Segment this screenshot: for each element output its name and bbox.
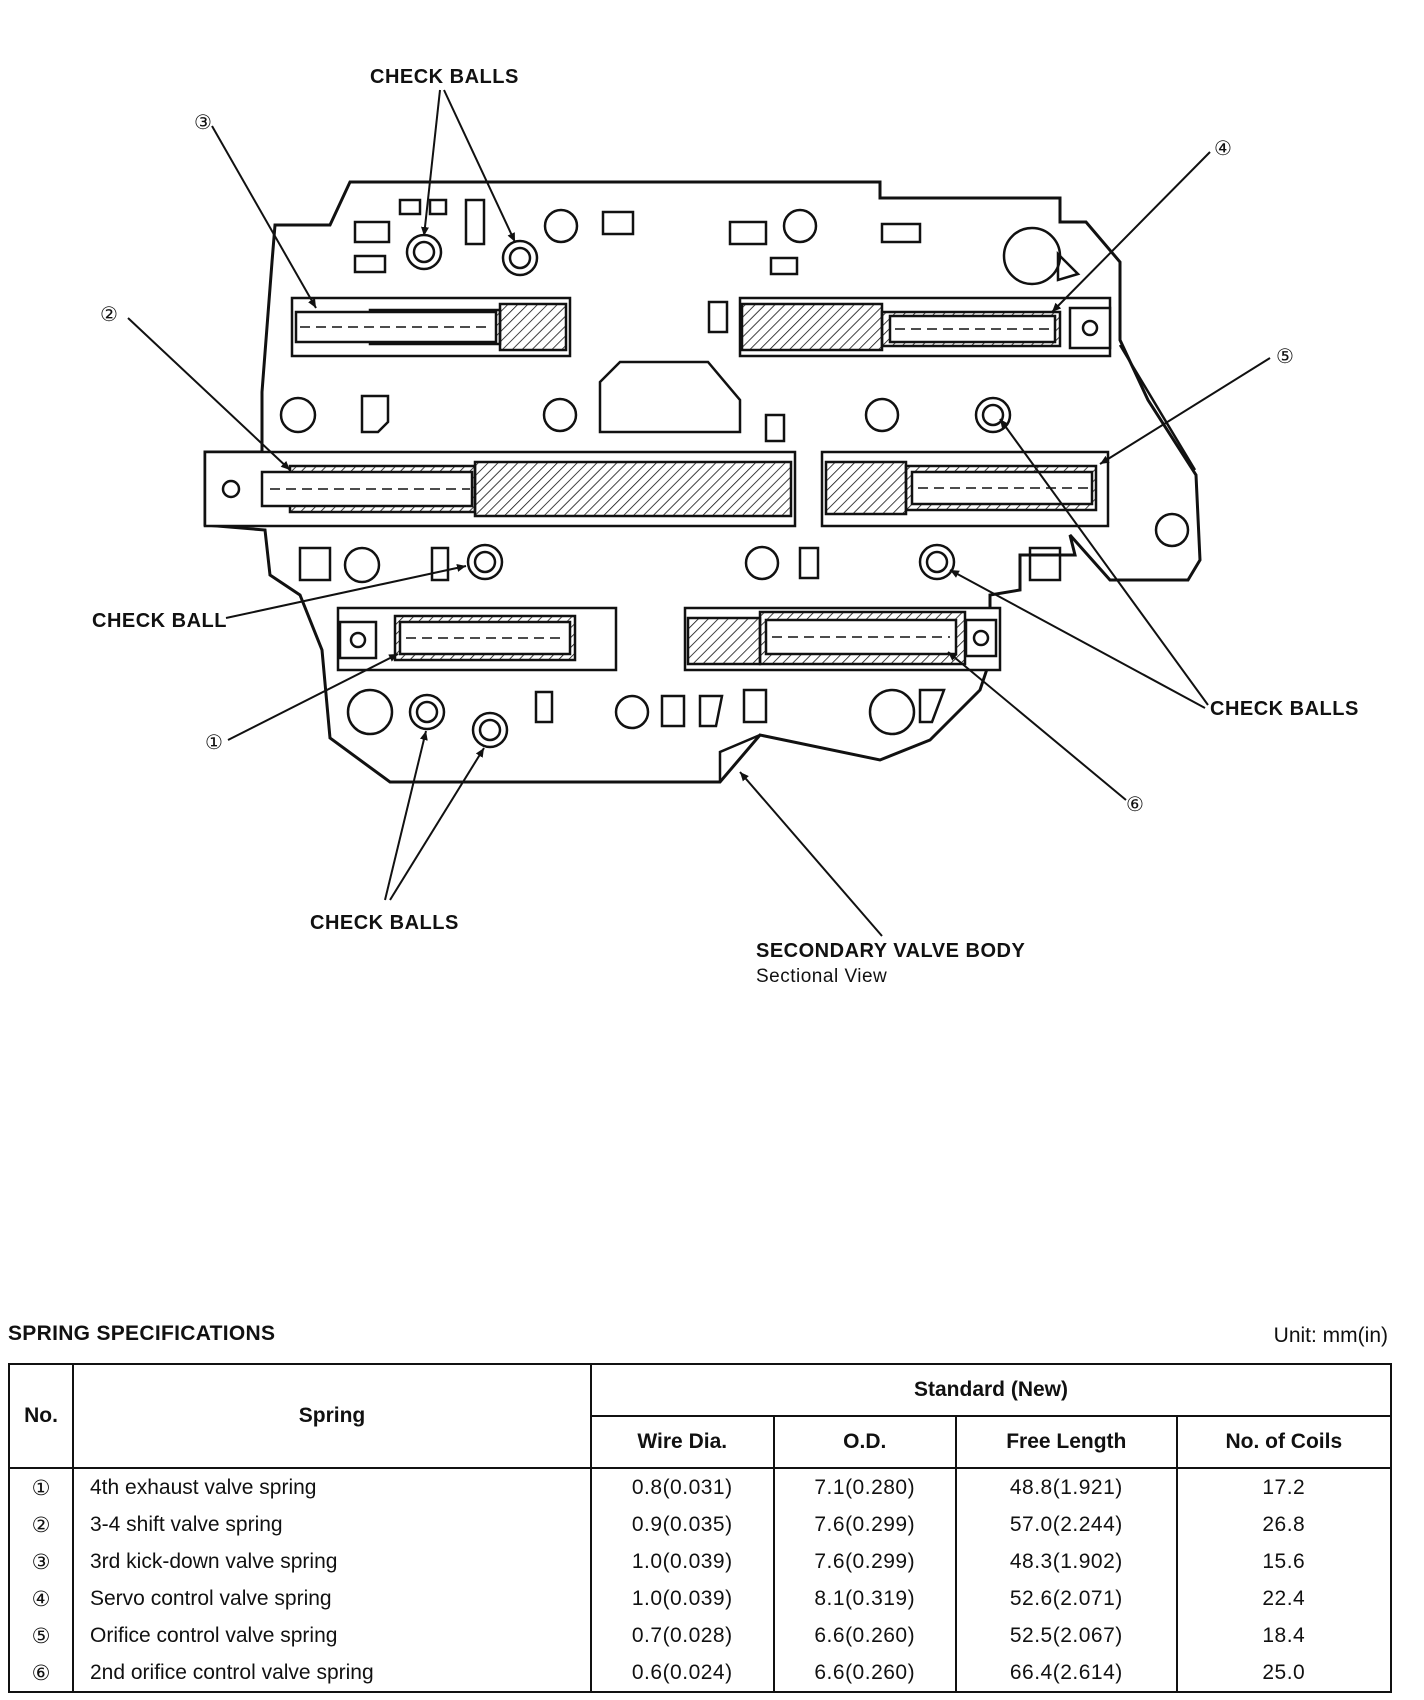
valve-bores [203,296,1112,672]
row-free: 57.0(2.244) [955,1506,1178,1543]
spec-title: SPRING SPECIFICATIONS [8,1322,276,1345]
callout-2: ② [100,302,118,326]
check-balls-label-top: CHECK BALLS [370,66,519,88]
row-spring: Orifice control valve spring [72,1617,592,1654]
header-spring: Spring [72,1363,592,1469]
header-coils: No. of Coils [1175,1415,1393,1469]
row-od: 7.6(0.299) [772,1506,957,1543]
row-wire: 0.7(0.028) [590,1617,775,1654]
header-no: No. [8,1363,74,1469]
row-spring: 3rd kick-down valve spring [72,1543,592,1580]
row-coils: 25.0 [1175,1654,1393,1693]
leader-lines [127,89,1271,937]
spec-unit: Unit: mm(in) [1273,1324,1388,1347]
header-wire-dia: Wire Dia. [590,1415,775,1469]
row-no: ③ [8,1543,74,1580]
row-no: ② [8,1506,74,1543]
row-coils: 18.4 [1175,1617,1393,1654]
row-wire: 0.9(0.035) [590,1506,775,1543]
row-no: ① [8,1467,74,1506]
check-balls-label-right: CHECK BALLS [1210,698,1359,720]
table-row: ⑤ Orifice control valve spring 0.7(0.028… [8,1617,1393,1654]
row-wire: 0.6(0.024) [590,1654,775,1693]
row-wire: 1.0(0.039) [590,1580,775,1617]
callout-6: ⑥ [1126,792,1144,816]
table-row: ④ Servo control valve spring 1.0(0.039) … [8,1580,1393,1617]
row-no: ⑥ [8,1654,74,1693]
row-free: 48.8(1.921) [955,1467,1178,1506]
spring-spec-table: No. Spring Standard (New) Wire Dia. O.D.… [8,1363,1393,1693]
valve-body-diagram [127,89,1271,937]
header-standard: Standard (New) [590,1363,1392,1417]
row-od: 8.1(0.319) [772,1580,957,1617]
row-coils: 26.8 [1175,1506,1393,1543]
row-od: 6.6(0.260) [772,1617,957,1654]
row-spring: 3-4 shift valve spring [72,1506,592,1543]
row-coils: 15.6 [1175,1543,1393,1580]
row-coils: 17.2 [1175,1467,1393,1506]
check-balls-label-bottom: CHECK BALLS [310,912,459,934]
table-row: ③ 3rd kick-down valve spring 1.0(0.039) … [8,1543,1393,1580]
diagram-subtitle: Sectional View [756,966,888,987]
callout-5: ⑤ [1276,344,1294,368]
header-free-length: Free Length [955,1415,1178,1469]
row-free: 52.6(2.071) [955,1580,1178,1617]
row-wire: 0.8(0.031) [590,1467,775,1506]
row-od: 7.1(0.280) [772,1467,957,1506]
row-od: 7.6(0.299) [772,1543,957,1580]
header-od: O.D. [772,1415,957,1469]
port-holes [279,198,1190,736]
row-coils: 22.4 [1175,1580,1393,1617]
row-spring: 4th exhaust valve spring [72,1467,592,1506]
row-no: ④ [8,1580,74,1617]
row-wire: 1.0(0.039) [590,1543,775,1580]
check-ball-label-left: CHECK BALL [92,610,227,632]
row-spring: Servo control valve spring [72,1580,592,1617]
callout-3: ③ [194,110,212,134]
row-free: 66.4(2.614) [955,1654,1178,1693]
row-free: 52.5(2.067) [955,1617,1178,1654]
callout-1: ① [205,730,223,754]
table-row: ⑥ 2nd orifice control valve spring 0.6(0… [8,1654,1393,1693]
table-row: ② 3-4 shift valve spring 0.9(0.035) 7.6(… [8,1506,1393,1543]
table-row: ① 4th exhaust valve spring 0.8(0.031) 7.… [8,1467,1393,1506]
diagram-title: SECONDARY VALVE BODY [756,940,1026,962]
callout-4: ④ [1214,136,1232,160]
row-spring: 2nd orifice control valve spring [72,1654,592,1693]
row-no: ⑤ [8,1617,74,1654]
row-free: 48.3(1.902) [955,1543,1178,1580]
row-od: 6.6(0.260) [772,1654,957,1693]
